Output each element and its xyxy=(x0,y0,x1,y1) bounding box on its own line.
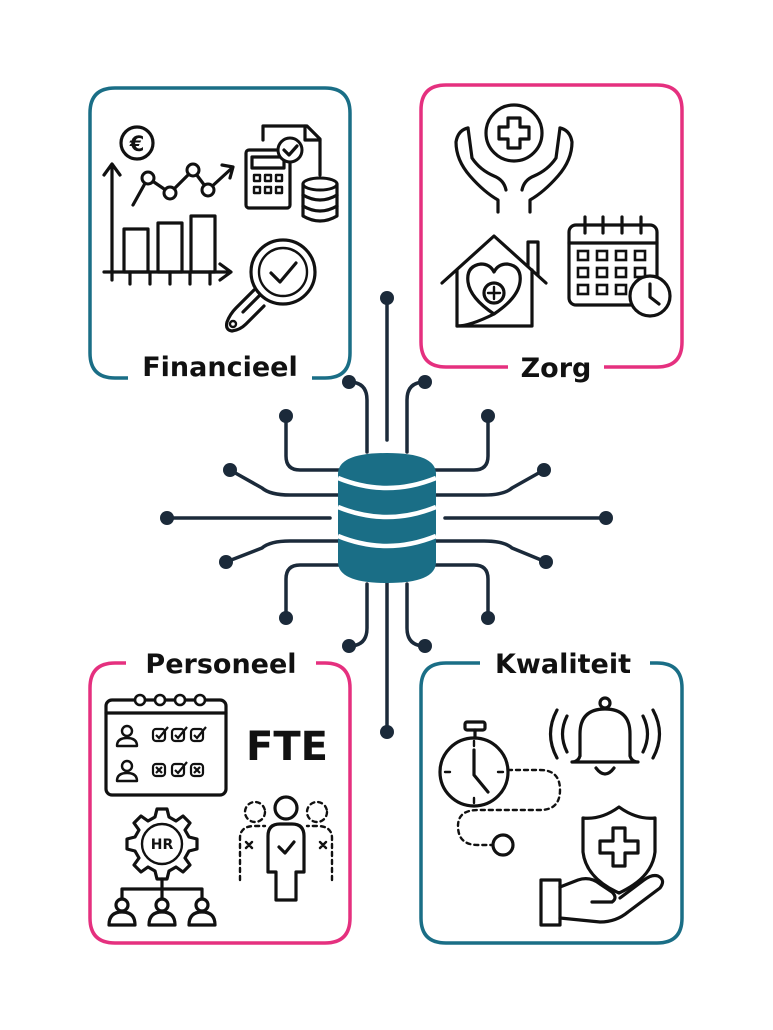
box-label-financieel: Financieel xyxy=(142,352,298,383)
calculator-document-icon xyxy=(244,124,322,210)
stopwatch-path-icon xyxy=(438,720,562,857)
coin-stack-icon xyxy=(301,176,339,223)
team-selection-icon xyxy=(238,795,334,902)
box-label-zorg: Zorg xyxy=(521,353,592,384)
database-icon xyxy=(337,453,437,583)
home-heart-icon xyxy=(440,234,548,328)
box-kwaliteit: Kwaliteit xyxy=(419,649,684,945)
box-label-personeel: Personeel xyxy=(145,649,296,680)
schedule-checklist-icon xyxy=(104,693,228,797)
svg-text:€: € xyxy=(129,132,145,156)
magnifier-check-icon xyxy=(224,238,317,333)
euro-coin-icon: € xyxy=(119,125,155,161)
calendar-clock-icon xyxy=(567,215,672,318)
hands-medical-cross-icon xyxy=(454,103,574,214)
circuit-nodes xyxy=(160,291,613,739)
shield-hand-cross-icon xyxy=(539,805,665,927)
alarm-bell-icon xyxy=(548,696,662,776)
box-label-kwaliteit: Kwaliteit xyxy=(495,649,631,680)
hr-label: HR xyxy=(151,837,174,853)
box-personeel: Personeel FTE HR xyxy=(88,649,352,945)
bar-chart-icon xyxy=(102,162,233,286)
box-financieel: Financieel € xyxy=(88,86,352,383)
fte-label: FTE xyxy=(246,724,328,770)
line-graph-icon xyxy=(131,162,235,207)
box-zorg: Zorg xyxy=(419,83,684,384)
hr-gear-org-chart-icon: HR xyxy=(107,807,217,927)
